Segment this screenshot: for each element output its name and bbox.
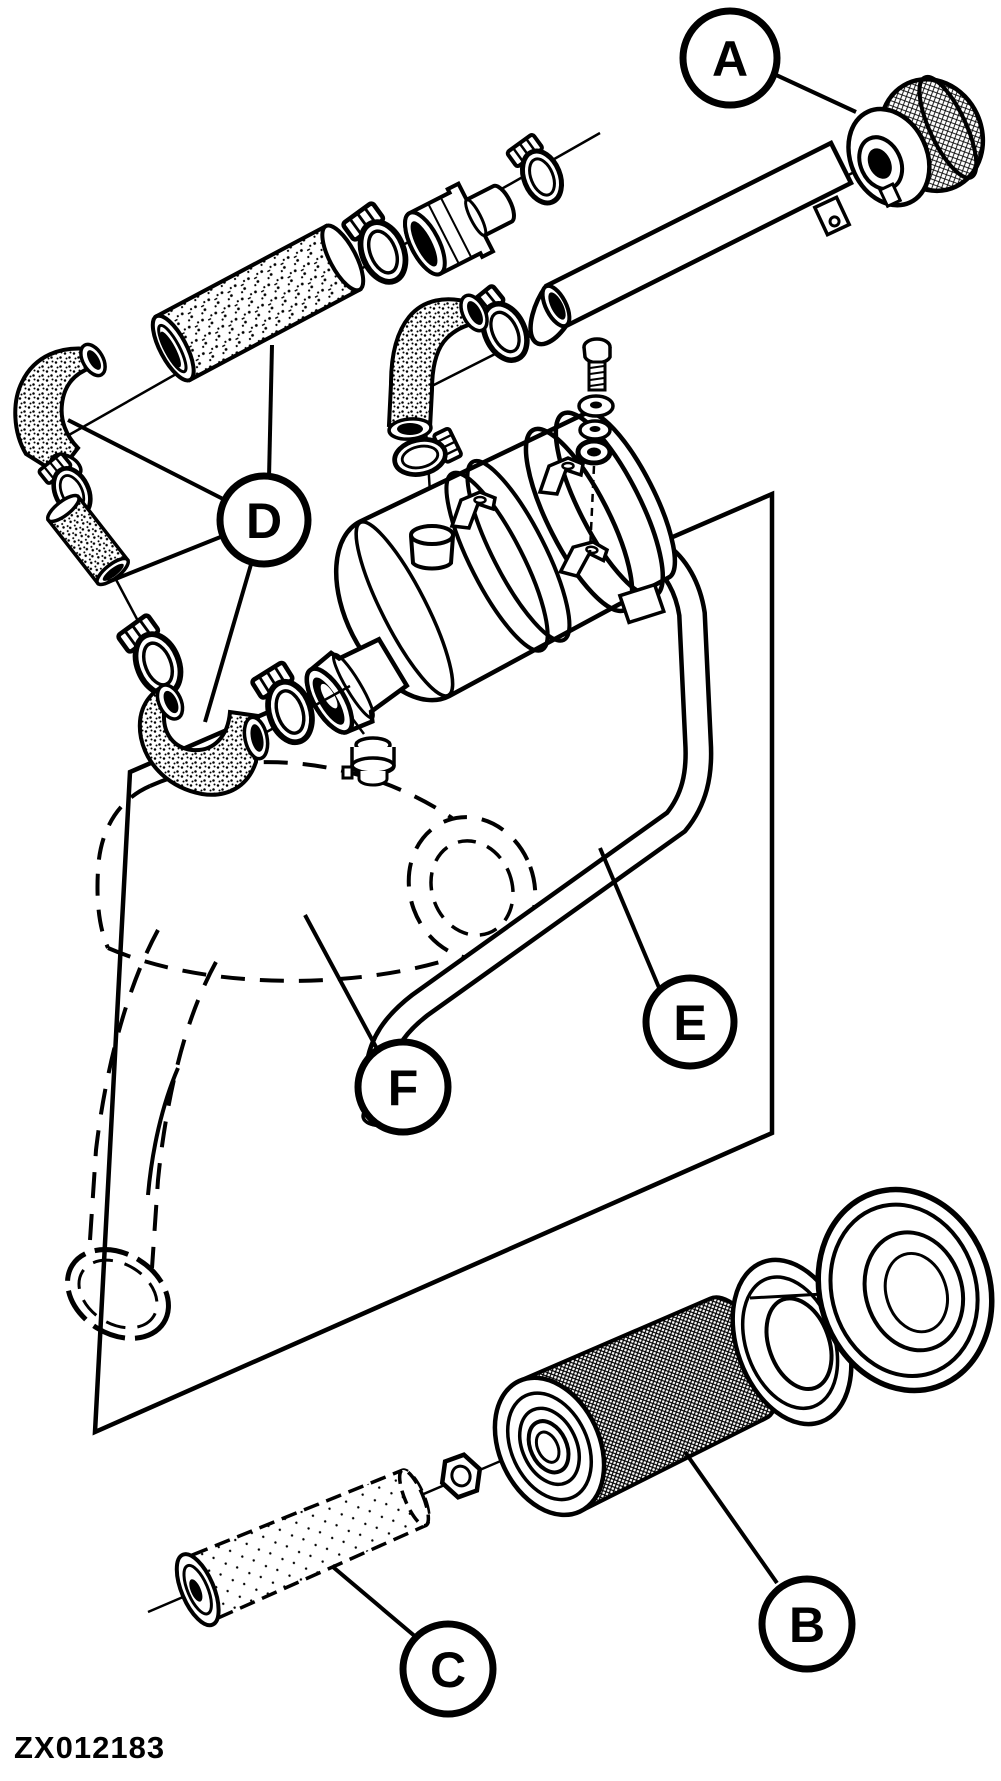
strap-lug <box>617 582 667 625</box>
callout-c-letter: C <box>430 1642 466 1698</box>
callout-f: F <box>354 1038 452 1136</box>
leader-e <box>598 847 662 991</box>
hose-clamp-6 <box>114 610 189 703</box>
dust-unloader-valve <box>341 717 396 787</box>
cap-clip <box>877 182 903 209</box>
hex-nut <box>439 1452 483 1500</box>
straight-hose <box>150 223 366 383</box>
precleaner-cap <box>846 74 986 209</box>
reducer-connector <box>403 181 516 277</box>
mounting-strap-front <box>444 470 550 653</box>
callout-f-letter: F <box>388 1060 419 1116</box>
figure-code: ZX012183 <box>14 1730 165 1765</box>
leader-d-left-elbow <box>67 418 226 502</box>
muffler-hidden-outline <box>65 760 538 1341</box>
callout-b: B <box>758 1575 856 1673</box>
tailpipe-edge-left <box>88 929 160 1241</box>
canister-inlet-neck <box>304 636 410 735</box>
leader-b <box>683 1450 779 1585</box>
intake-stack-tube <box>528 139 855 347</box>
strap-bolt-and-washers <box>575 337 615 553</box>
hose-clamp-4 <box>504 130 569 211</box>
leader-lines <box>67 72 857 1640</box>
callout-a-letter: A <box>712 31 748 87</box>
leader-a <box>773 72 857 114</box>
dust-cover <box>815 1186 995 1394</box>
tailpipe-outlet-end <box>65 1247 171 1341</box>
callout-a: A <box>679 7 781 109</box>
leader-f <box>303 914 378 1048</box>
leader-c <box>331 1565 419 1640</box>
tailpipe-solid-edge <box>146 1067 180 1196</box>
callout-e-letter: E <box>673 995 706 1051</box>
short-hose <box>45 493 131 587</box>
callout-d: D <box>216 472 312 568</box>
canister-top-port <box>409 524 455 571</box>
callout-c: C <box>399 1620 497 1718</box>
bolt-thread <box>587 360 607 392</box>
elbow-hose-lower <box>137 683 270 797</box>
canister-front-shoulder <box>354 520 455 698</box>
leader-d-straight-hose <box>267 344 274 479</box>
callout-b-letter: B <box>789 1597 825 1653</box>
callout-d-letter: D <box>246 493 282 549</box>
elbow-hose-upper <box>386 293 489 441</box>
leader-d-short-hose <box>107 534 224 584</box>
tube-bracket <box>812 195 852 237</box>
secondary-filter-element <box>174 1468 431 1628</box>
callout-e: E <box>642 974 738 1070</box>
leader-d-lower-elbow <box>203 560 254 723</box>
air-cleaner-canister <box>333 410 678 703</box>
